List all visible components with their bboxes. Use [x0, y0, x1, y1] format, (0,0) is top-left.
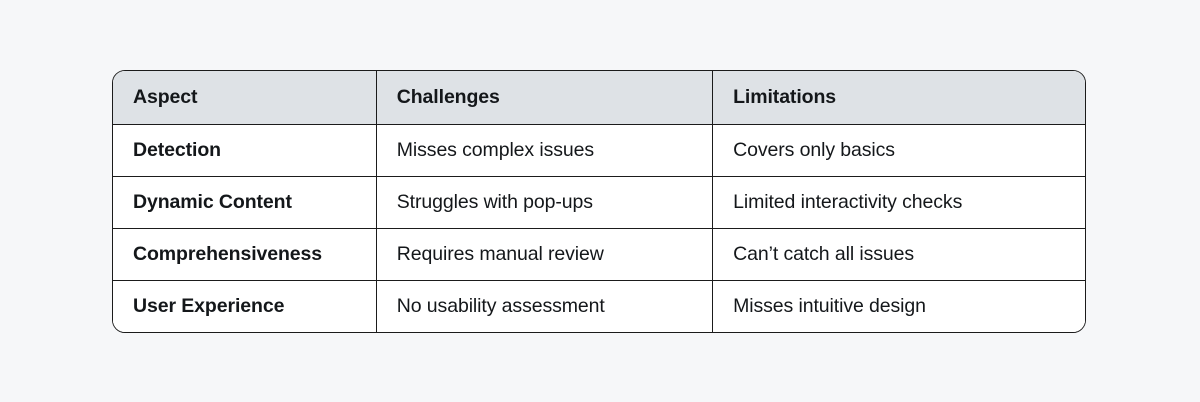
cell-limitations: Can’t catch all issues — [712, 228, 1085, 281]
table-row: Detection Misses complex issues Covers o… — [113, 124, 1085, 177]
table-row: Dynamic Content Struggles with pop-ups L… — [113, 176, 1085, 229]
cell-limitations: Limited interactivity checks — [712, 176, 1085, 229]
cell-aspect: Dynamic Content — [113, 176, 377, 229]
comparison-table: Aspect Challenges Limitations Detection … — [113, 71, 1085, 332]
column-header-aspect: Aspect — [113, 71, 377, 125]
cell-aspect: User Experience — [113, 280, 377, 332]
comparison-table-container: Aspect Challenges Limitations Detection … — [112, 70, 1086, 333]
cell-challenges: Requires manual review — [376, 228, 714, 281]
table-header-row: Aspect Challenges Limitations — [113, 71, 1085, 125]
table-row: User Experience No usability assessment … — [113, 280, 1085, 332]
table-row: Comprehensiveness Requires manual review… — [113, 228, 1085, 281]
cell-challenges: No usability assessment — [376, 280, 714, 332]
table-header: Aspect Challenges Limitations — [113, 71, 1085, 125]
column-header-challenges: Challenges — [376, 71, 714, 125]
cell-aspect: Detection — [113, 124, 377, 177]
cell-aspect: Comprehensiveness — [113, 228, 377, 281]
cell-limitations: Misses intuitive design — [712, 280, 1085, 332]
cell-limitations: Covers only basics — [712, 124, 1085, 177]
table-body: Detection Misses complex issues Covers o… — [113, 124, 1085, 332]
cell-challenges: Misses complex issues — [376, 124, 714, 177]
column-header-limitations: Limitations — [712, 71, 1085, 125]
cell-challenges: Struggles with pop-ups — [376, 176, 714, 229]
